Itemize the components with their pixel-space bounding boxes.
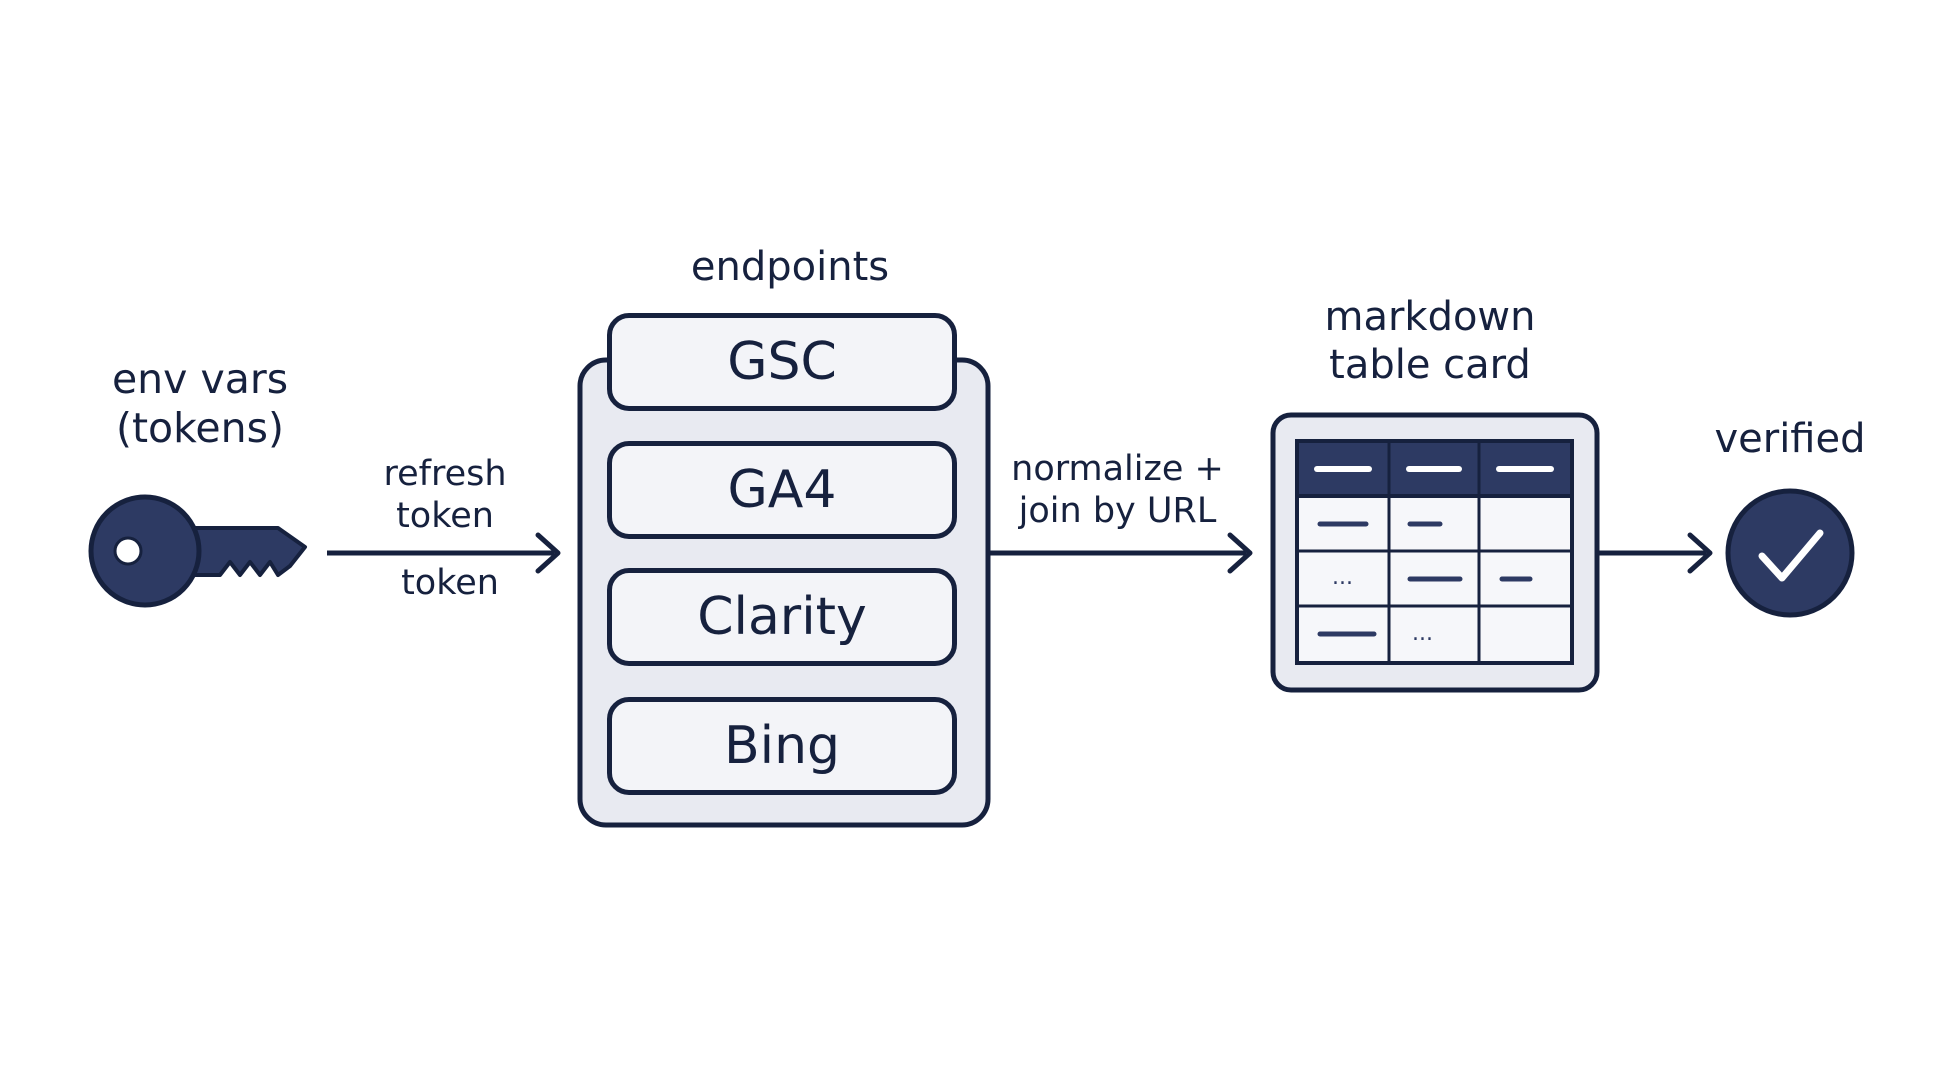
endpoint-gsc-label: GSC — [727, 332, 837, 392]
verified-label: verified — [1714, 416, 1866, 462]
endpoint-gsc: GSC — [607, 313, 957, 411]
token-label: token — [401, 563, 499, 603]
endpoint-bing-label: Bing — [723, 716, 841, 776]
normalize-label: normalize + join by URL — [1011, 449, 1224, 531]
endpoint-clarity: Clarity — [607, 568, 957, 666]
refresh-token-label: refresh token — [383, 454, 507, 536]
normalize-arrow — [990, 532, 1253, 574]
endpoint-clarity-label: Clarity — [697, 587, 867, 647]
key-icon — [88, 494, 307, 608]
svg-text:...: ... — [1332, 565, 1353, 590]
markdown-table-card: ... ... — [1270, 412, 1600, 693]
refresh-token-arrow — [327, 532, 561, 574]
svg-text:...: ... — [1412, 621, 1433, 646]
endpoint-ga4-label: GA4 — [727, 460, 837, 520]
endpoint-ga4: GA4 — [607, 441, 957, 539]
endpoints-title: endpoints — [690, 244, 890, 290]
checkmark-icon — [1725, 488, 1855, 618]
endpoint-bing: Bing — [607, 697, 957, 795]
markdown-card-title: markdown table card — [1324, 294, 1536, 388]
verify-arrow — [1599, 532, 1713, 574]
env-vars-label: env vars (tokens) — [111, 355, 289, 453]
